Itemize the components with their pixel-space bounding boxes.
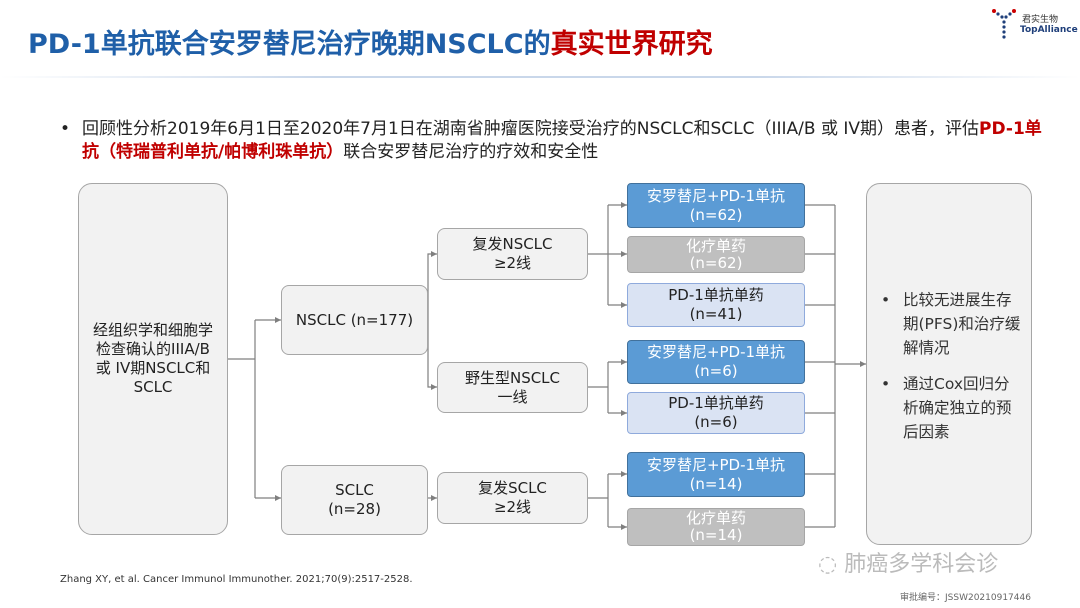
title-main: PD-1单抗联合安罗替尼治疗晚期NSCLC的	[28, 29, 551, 60]
arm-n: (n=14)	[689, 526, 743, 544]
outcome-item: •通过Cox回归分析确定独立的预后因素	[881, 375, 1012, 441]
arm-n: (n=14)	[689, 474, 743, 493]
desc-highlight: PD-1单抗（特瑞普利单抗/帕博利珠单抗）	[82, 119, 1042, 162]
outcome-text: 比较无进展生存期(PFS)和治疗缓解情况	[903, 291, 1021, 357]
approval-number: 审批编号：JSSW20210917446	[900, 593, 1031, 603]
relapse-sclc-label: 复发SCLC	[478, 479, 547, 497]
title-divider	[0, 76, 1080, 78]
arm-name: 安罗替尼+PD-1单抗	[646, 455, 786, 474]
desc-part1: 回顾性分析2019年6月1日至2020年7月1日在湖南省肿瘤医院接受治疗的NSC…	[82, 119, 980, 139]
wild-nsclc-label: 野生型NSCLC	[464, 368, 561, 387]
study-description: • 回顾性分析2019年6月1日至2020年7月1日在湖南省肿瘤医院接受治疗的N…	[60, 118, 1050, 164]
arm-box: 安罗替尼+PD-1单抗(n=14)	[627, 452, 805, 497]
desc-part2: 联合安罗替尼治疗的疗效和安全性	[343, 142, 599, 162]
arm-box: 化疗单药(n=14)	[627, 508, 805, 546]
arm-box: 安罗替尼+PD-1单抗(n=6)	[627, 340, 805, 384]
arm-name: PD-1单抗单药	[668, 394, 764, 412]
arm-name: PD-1单抗单药	[668, 286, 764, 304]
logo-antibody-icon	[992, 9, 1016, 39]
arm-n: (n=6)	[694, 413, 738, 431]
sclc-box: SCLC(n=28)	[281, 465, 428, 535]
arm-name: 安罗替尼+PD-1单抗	[646, 343, 786, 361]
arm-box: 安罗替尼+PD-1单抗(n=62)	[627, 183, 805, 228]
relapse-nsclc-line: ≥2线	[493, 254, 532, 272]
outcome-item: •比较无进展生存期(PFS)和治疗缓解情况	[881, 291, 1021, 357]
source-label: 经组织学和细胞学检查确认的IIIA/B或 IV期NSCLC和SCLC	[93, 321, 214, 396]
arm-n: (n=62)	[689, 253, 743, 272]
sclc-n: (n=28)	[328, 500, 381, 518]
watermark: ◌ 肺癌多学科会诊	[818, 546, 998, 578]
nsclc-box: NSCLC (n=177)	[281, 285, 428, 355]
relapse-nsclc-label: 复发NSCLC	[472, 235, 553, 253]
topalliance-logo: 君实生物 TopAlliance	[990, 8, 1078, 44]
logo-cn: 君实生物	[1022, 15, 1059, 25]
sclc-label: SCLC	[335, 481, 374, 499]
arm-name: 安罗替尼+PD-1单抗	[646, 186, 786, 205]
arm-n: (n=41)	[689, 305, 743, 323]
arm-box: PD-1单抗单药(n=6)	[627, 392, 805, 434]
arm-box: PD-1单抗单药(n=41)	[627, 283, 805, 327]
arm-name: 化疗单药	[685, 236, 746, 255]
logo-en: TopAlliance	[1020, 25, 1078, 35]
arm-n: (n=62)	[689, 205, 743, 224]
wechat-icon: ◌	[818, 552, 845, 577]
bullet-icon: •	[60, 119, 71, 139]
arm-n: (n=6)	[694, 362, 738, 380]
relapse-nsclc-box: 复发NSCLC≥2线	[437, 228, 588, 280]
arm-box: 化疗单药(n=62)	[627, 236, 805, 273]
arm-name: 化疗单药	[685, 509, 746, 527]
title-highlight: 真实世界研究	[550, 29, 713, 60]
nsclc-label: NSCLC (n=177)	[295, 310, 414, 329]
source-population-box: 经组织学和细胞学检查确认的IIIA/B或 IV期NSCLC和SCLC	[78, 183, 228, 535]
reference: Zhang XY, et al. Cancer Immunol Immunoth…	[60, 574, 413, 585]
relapse-sclc-line: ≥2线	[493, 498, 532, 516]
watermark-text: 肺癌多学科会诊	[844, 552, 999, 577]
slide-title: PD-1单抗联合安罗替尼治疗晚期NSCLC的真实世界研究	[28, 22, 713, 61]
outcomes-box: •比较无进展生存期(PFS)和治疗缓解情况 •通过Cox回归分析确定独立的预后因…	[866, 183, 1032, 545]
relapse-sclc-box: 复发SCLC≥2线	[437, 472, 588, 524]
outcome-text: 通过Cox回归分析确定独立的预后因素	[903, 375, 1012, 441]
wild-nsclc-line: 一线	[497, 387, 528, 406]
